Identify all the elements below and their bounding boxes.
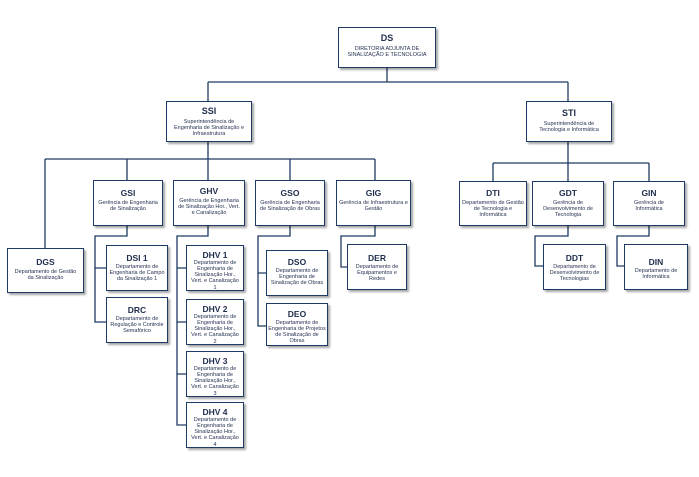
connector-gso-dso bbox=[257, 226, 291, 274]
connector-ghv-dhv1 bbox=[176, 226, 209, 269]
unit-name-drc: Departamento de Regulação e Controle Sem… bbox=[110, 316, 164, 335]
unit-code-gsi: GSI bbox=[120, 188, 136, 198]
unit-code-gso: GSO bbox=[280, 188, 300, 198]
unit-box-dhv3: DHV 3 Departamento de Engenharia de Sina… bbox=[186, 351, 244, 397]
unit-code-gdt: GDT bbox=[559, 188, 577, 198]
unit-code-dhv2: DHV 2 bbox=[202, 304, 228, 314]
unit-box-der: DER Departamento de Equipamentos e Redes bbox=[347, 244, 407, 290]
unit-code-dsi1: DSI 1 bbox=[126, 253, 148, 263]
unit-code-der: DER bbox=[368, 253, 386, 263]
unit-name-dsi1: Departamento de Engenharia de Campo da S… bbox=[109, 264, 165, 283]
unit-code-dhv1: DHV 1 bbox=[202, 250, 228, 260]
unit-code-ssi: SSI bbox=[201, 106, 217, 116]
unit-box-drc: DRC Departamento de Regulação e Controle… bbox=[106, 297, 168, 343]
unit-name-din: Departamento de Informática bbox=[634, 268, 678, 281]
unit-code-ghv: GHV bbox=[199, 186, 219, 196]
unit-code-deo: DEO bbox=[287, 309, 307, 319]
unit-box-dhv2: DHV 2 Departamento de Engenharia de Sina… bbox=[186, 299, 244, 345]
unit-name-dhv3: Departamento de Engenharia de Sinalizaçã… bbox=[191, 366, 239, 397]
connector-gin-din bbox=[616, 226, 650, 267]
unit-name-ghv: Gerência de Engenharia de Sinalização Ho… bbox=[178, 198, 240, 217]
unit-code-dhv3: DHV 3 bbox=[202, 356, 228, 366]
unit-name-gso: Gerência de Engenharia de Sinalização de… bbox=[260, 200, 320, 213]
unit-box-dso: DSO Departamento de Engenharia de Sinali… bbox=[266, 250, 328, 296]
unit-box-din: DIN Departamento de Informática bbox=[624, 244, 688, 290]
unit-code-dti: DTI bbox=[486, 188, 500, 198]
unit-name-dhv4: Departamento de Engenharia de Sinalizaçã… bbox=[191, 417, 239, 448]
connector-ghv-dhv4 bbox=[176, 374, 186, 426]
unit-box-gso: GSO Gerência de Engenharia de Sinalizaçã… bbox=[255, 180, 325, 226]
unit-name-gin: Gerência de Informática bbox=[634, 200, 664, 213]
unit-box-dhv4: DHV 4 Departamento de Engenharia de Sina… bbox=[186, 402, 244, 448]
unit-name-dti: Departamento de Gestão de Tecnologia e I… bbox=[462, 200, 524, 219]
unit-box-dsi1: DSI 1 Departamento de Engenharia de Camp… bbox=[106, 245, 168, 291]
unit-code-dso: DSO bbox=[287, 257, 307, 267]
unit-name-dhv1: Departamento de Engenharia de Sinalizaçã… bbox=[191, 260, 239, 291]
unit-name-gdt: Gerência de Desenvolvimento de Tecnologi… bbox=[543, 200, 593, 219]
unit-code-din: DIN bbox=[648, 257, 664, 267]
unit-name-gig: Gerência de Infraestrutura e Gestão bbox=[339, 200, 408, 213]
unit-box-dti: DTI Departamento de Gestão de Tecnologia… bbox=[459, 181, 527, 226]
unit-box-gdt: GDT Gerência de Desenvolvimento de Tecno… bbox=[532, 181, 604, 226]
unit-box-deo: DEO Departamento de Engenharia de Projet… bbox=[266, 303, 328, 346]
connector-gso-deo bbox=[257, 273, 266, 327]
connector-gdt-ddt bbox=[534, 226, 569, 267]
unit-name-dso: Departamento de Engenharia de Sinalizaçã… bbox=[270, 268, 324, 287]
unit-box-gig: GIG Gerência de Infraestrutura e Gestão bbox=[336, 180, 411, 226]
unit-box-sti: STI Superintendência de Tecnologia e Inf… bbox=[526, 101, 612, 142]
unit-box-ghv: GHV Gerência de Engenharia de Sinalizaçã… bbox=[173, 180, 245, 226]
connector-group bbox=[44, 68, 650, 426]
connector-gsi-drc bbox=[94, 268, 106, 323]
unit-code-ds: DS bbox=[380, 33, 394, 43]
unit-code-gig: GIG bbox=[365, 188, 382, 198]
unit-name-dgs: Departamento de Gestão da Sinalização bbox=[14, 269, 77, 282]
connector-gsi-dsi1 bbox=[94, 226, 128, 269]
unit-code-gin: GIN bbox=[641, 188, 657, 198]
unit-code-drc: DRC bbox=[127, 305, 147, 315]
unit-box-gsi: GSI Gerência de Engenharia de Sinalizaçã… bbox=[93, 180, 163, 226]
unit-name-sti: Superintendência de Tecnologia e Informá… bbox=[539, 120, 599, 133]
unit-name-gsi: Gerência de Engenharia de Sinalização bbox=[98, 200, 158, 213]
unit-name-der: Departamento de Equipamentos e Redes bbox=[355, 264, 399, 283]
unit-code-ddt: DDT bbox=[565, 253, 584, 263]
unit-name-ds: DIRETORIA ADJUNTA DE SINALIZAÇÃO E TECNO… bbox=[347, 45, 427, 58]
unit-code-dgs: DGS bbox=[36, 257, 55, 267]
unit-code-sti: STI bbox=[561, 108, 576, 118]
connector-ghv-dhv2 bbox=[176, 268, 186, 323]
unit-box-dhv1: DHV 1 Departamento de Engenharia de Sina… bbox=[186, 245, 244, 291]
unit-name-ddt: Departamento de Desenvolvimento de Tecno… bbox=[549, 264, 600, 283]
unit-box-ds: DS DIRETORIA ADJUNTA DE SINALIZAÇÃO E TE… bbox=[338, 27, 436, 68]
unit-box-gin: GIN Gerência de Informática bbox=[613, 181, 685, 226]
unit-code-dhv4: DHV 4 bbox=[202, 407, 228, 417]
connector-gig-der bbox=[340, 226, 376, 268]
unit-box-ddt: DDT Departamento de Desenvolvimento de T… bbox=[543, 244, 606, 290]
unit-name-deo: Departamento de Engenharia de Projetos d… bbox=[268, 320, 326, 345]
unit-name-dhv2: Departamento de Engenharia de Sinalizaçã… bbox=[191, 314, 239, 345]
connector-ghv-dhv3 bbox=[176, 322, 186, 375]
unit-box-ssi: SSI Superintendência de Engenharia de Si… bbox=[166, 101, 252, 142]
unit-box-dgs: DGS Departamento de Gestão da Sinalizaçã… bbox=[7, 248, 84, 293]
unit-name-ssi: Superintendência de Engenharia de Sinali… bbox=[173, 118, 245, 137]
